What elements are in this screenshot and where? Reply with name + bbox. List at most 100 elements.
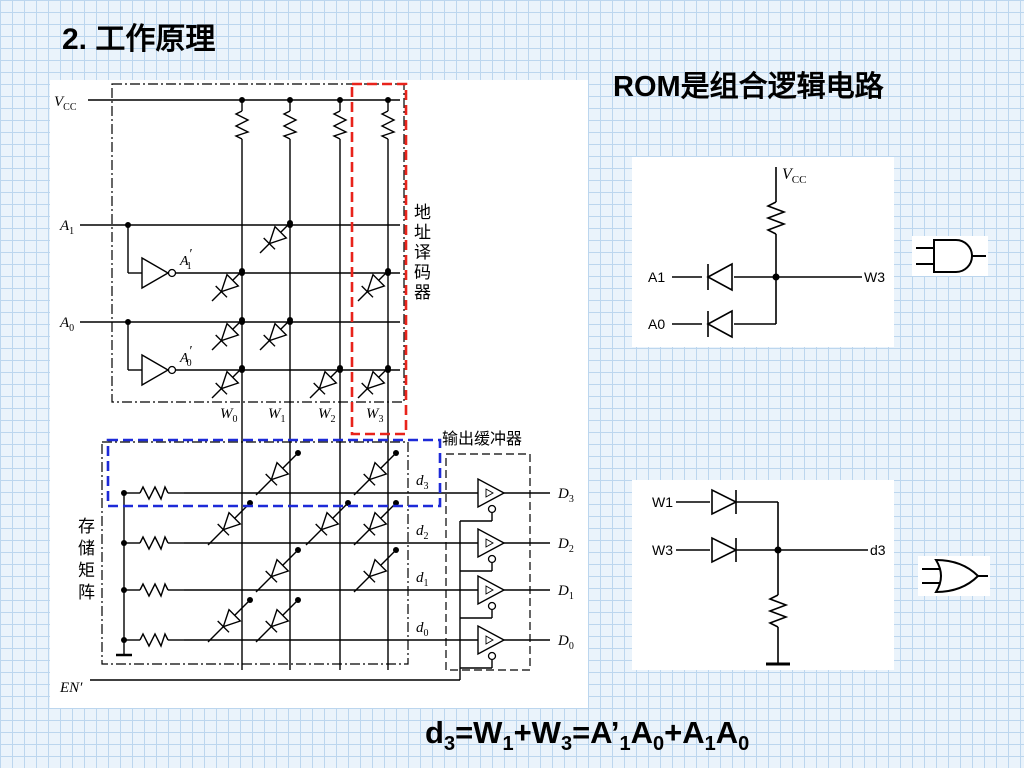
tristate-buffer (477, 574, 506, 606)
diode-bar (361, 382, 374, 395)
word-label-3: W3 (366, 406, 384, 425)
diode (220, 370, 240, 390)
junction-dot (239, 319, 245, 325)
diode (270, 608, 290, 628)
junction-dot (393, 500, 399, 506)
decoder-box (111, 83, 405, 403)
highlight-d3-box (106, 438, 442, 508)
enable-bubble (487, 601, 497, 611)
matrix-label-char: 阵 (78, 583, 95, 603)
diode-bar (217, 620, 230, 633)
resistor (139, 485, 169, 501)
tristate-buffer (477, 527, 506, 559)
inverted-label-1: A′0 (179, 344, 193, 369)
diode-bar (215, 382, 228, 395)
diode-bar (265, 570, 278, 583)
junction-dot (287, 319, 293, 325)
diode-bar (265, 473, 278, 486)
diode (270, 558, 290, 578)
output-label-3: D0 (557, 633, 574, 652)
and-gate-symbol (912, 236, 988, 276)
diode (366, 273, 386, 293)
output-label-1: D2 (557, 536, 574, 555)
decoder-label-char: 器 (414, 283, 431, 303)
diode-bar (265, 620, 278, 633)
diode (368, 511, 388, 531)
data-label-3: d0 (416, 620, 429, 639)
highlight-w3-box (350, 82, 408, 436)
diode-bar (263, 237, 276, 250)
boolean-formula: d3=W1+W3=A’1A0+A1A0 (425, 715, 750, 756)
diode-bar (315, 523, 328, 536)
or-input-w3-label: W3 (652, 542, 673, 558)
output-label-2: D1 (557, 583, 574, 602)
and-output-w3-label: W3 (864, 269, 885, 285)
enable-bubble (487, 651, 497, 661)
enable-label: EN′ (59, 680, 83, 696)
and-circuit-panel: VCC A1 A0 W3 (632, 157, 894, 347)
and-input-a1-label: A1 (648, 269, 665, 285)
junction-dot (239, 270, 245, 276)
diode-bar (217, 523, 230, 536)
resistor (332, 110, 348, 140)
diode-and-diagram: VCC A1 A0 W3 (648, 166, 885, 339)
word-label-0: W0 (220, 406, 238, 425)
junction-dot (385, 367, 391, 373)
inverter-bubble (167, 268, 177, 278)
decoder-label-char: 译 (414, 243, 431, 263)
resistor (139, 535, 169, 551)
junction-dot (295, 597, 301, 603)
inverter-bubble (167, 365, 177, 375)
diode-bar (313, 382, 326, 395)
diode-bar (361, 285, 374, 298)
resistor (282, 110, 298, 140)
enable-bubble (487, 504, 497, 514)
diode (368, 461, 388, 481)
buffer-mark (485, 488, 494, 498)
or-circuit-panel: W1 W3 d3 (632, 480, 894, 670)
junction-dot (393, 450, 399, 456)
diode (320, 511, 340, 531)
data-label-1: d2 (416, 523, 429, 542)
junction-dot (385, 270, 391, 276)
input-label-1: A0 (59, 315, 74, 334)
resistor (139, 582, 169, 598)
junction-dot (287, 222, 293, 228)
diode (222, 608, 242, 628)
diode (368, 558, 388, 578)
data-label-2: d1 (416, 570, 429, 589)
matrix-box (101, 441, 409, 665)
junction-dot (295, 547, 301, 553)
diode (318, 370, 338, 390)
resistor (139, 632, 169, 648)
output-label-0: D3 (557, 486, 574, 505)
diode-bar (215, 285, 228, 298)
buffer-box (445, 453, 531, 671)
diode-bar (363, 473, 376, 486)
matrix-label-char: 矩 (78, 561, 95, 581)
or-input-w1-label: W1 (652, 494, 673, 510)
word-label-2: W2 (318, 406, 336, 425)
diode (366, 370, 386, 390)
diode (268, 225, 288, 245)
slide-subtitle: ROM是组合逻辑电路 (613, 71, 884, 103)
diode-bar (363, 570, 376, 583)
diode-bar (363, 523, 376, 536)
junction-dot (393, 547, 399, 553)
diode-bar (215, 334, 228, 347)
inverter (141, 256, 170, 290)
buffer-mark (485, 585, 494, 595)
vcc-label: VCC (54, 94, 77, 113)
decoder-label-char: 地 (414, 203, 431, 223)
junction-dot (345, 500, 351, 506)
and-input-a0-label: A0 (648, 316, 665, 332)
inverted-label-0: A′1 (179, 247, 193, 272)
resistor (234, 110, 250, 140)
resistor (380, 110, 396, 140)
junction-dot (247, 597, 253, 603)
tristate-buffer (477, 624, 506, 656)
inverter (141, 353, 170, 387)
matrix-label-char: 储 (78, 539, 95, 559)
